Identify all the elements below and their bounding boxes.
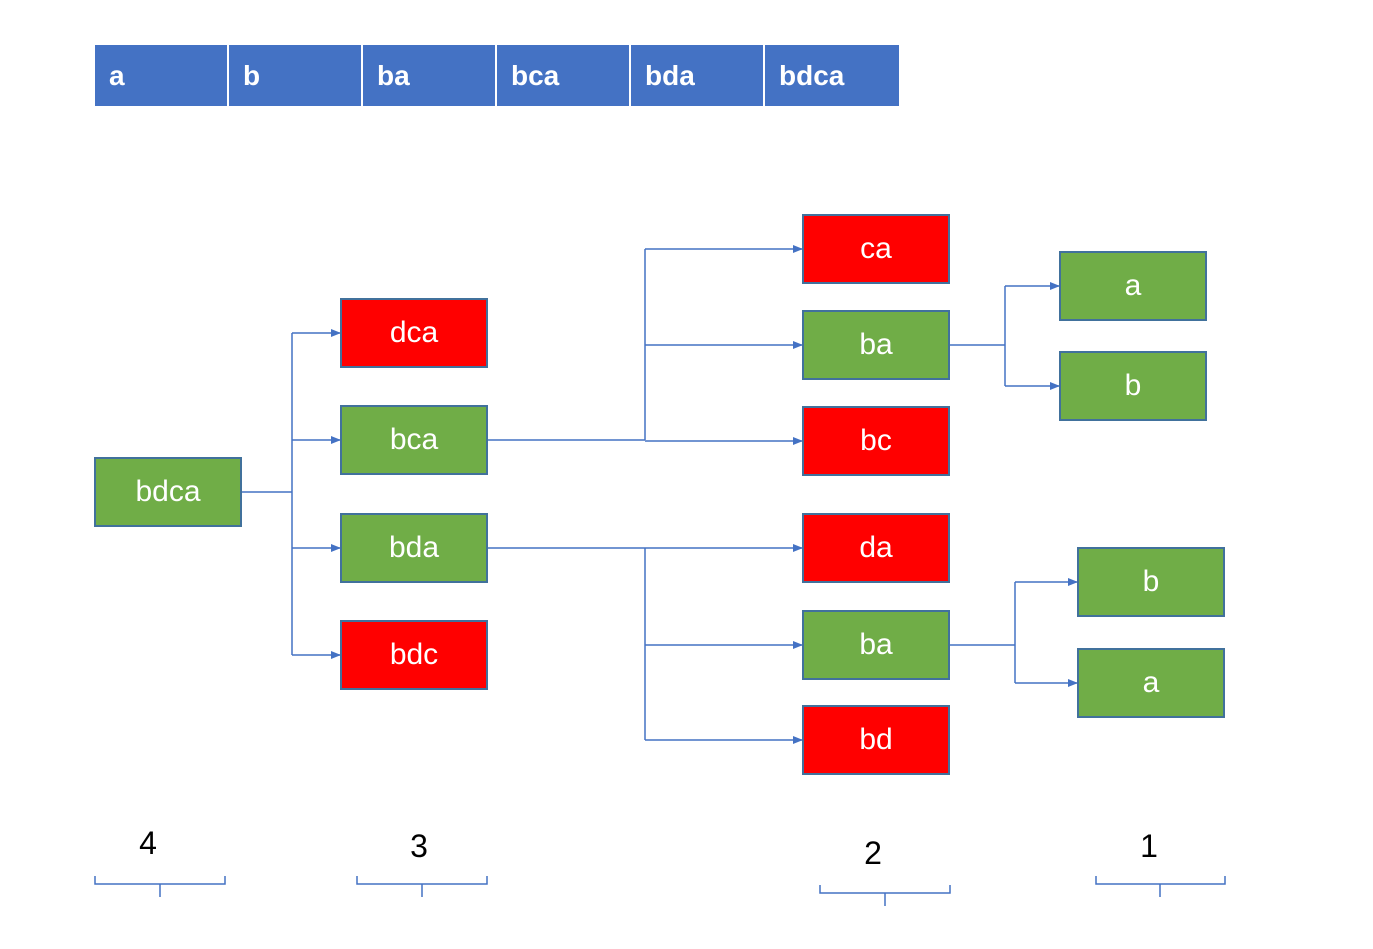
node-bc: bc — [802, 406, 950, 476]
chain-cell-a: a — [95, 45, 229, 106]
level-label-4: 4 — [139, 825, 157, 861]
chain-cell-bda: bda — [631, 45, 765, 106]
node-dca: dca — [340, 298, 488, 368]
node-ba-lower: ba — [802, 610, 950, 680]
brace-level-1 — [1095, 876, 1226, 897]
chain-cell-b: b — [229, 45, 363, 106]
word-chain-bar: a b ba bca bda bdca — [95, 45, 899, 106]
chain-cell-ba: ba — [363, 45, 497, 106]
chain-cell-bdca: bdca — [765, 45, 899, 106]
brace-level-4 — [94, 876, 226, 897]
node-bdca: bdca — [94, 457, 242, 527]
node-ba-upper: ba — [802, 310, 950, 380]
node-bda: bda — [340, 513, 488, 583]
node-ca: ca — [802, 214, 950, 284]
node-b-lower: b — [1077, 547, 1225, 617]
node-a-lower: a — [1077, 648, 1225, 718]
node-b-upper: b — [1059, 351, 1207, 421]
node-bd: bd — [802, 705, 950, 775]
node-a-upper: a — [1059, 251, 1207, 321]
brace-level-2 — [819, 885, 951, 906]
chain-cell-bca: bca — [497, 45, 631, 106]
brace-level-3 — [356, 876, 488, 897]
level-label-2: 2 — [864, 835, 882, 871]
node-bdc: bdc — [340, 620, 488, 690]
level-label-1: 1 — [1140, 828, 1158, 864]
node-da: da — [802, 513, 950, 583]
node-bca: bca — [340, 405, 488, 475]
level-label-3: 3 — [410, 828, 428, 864]
